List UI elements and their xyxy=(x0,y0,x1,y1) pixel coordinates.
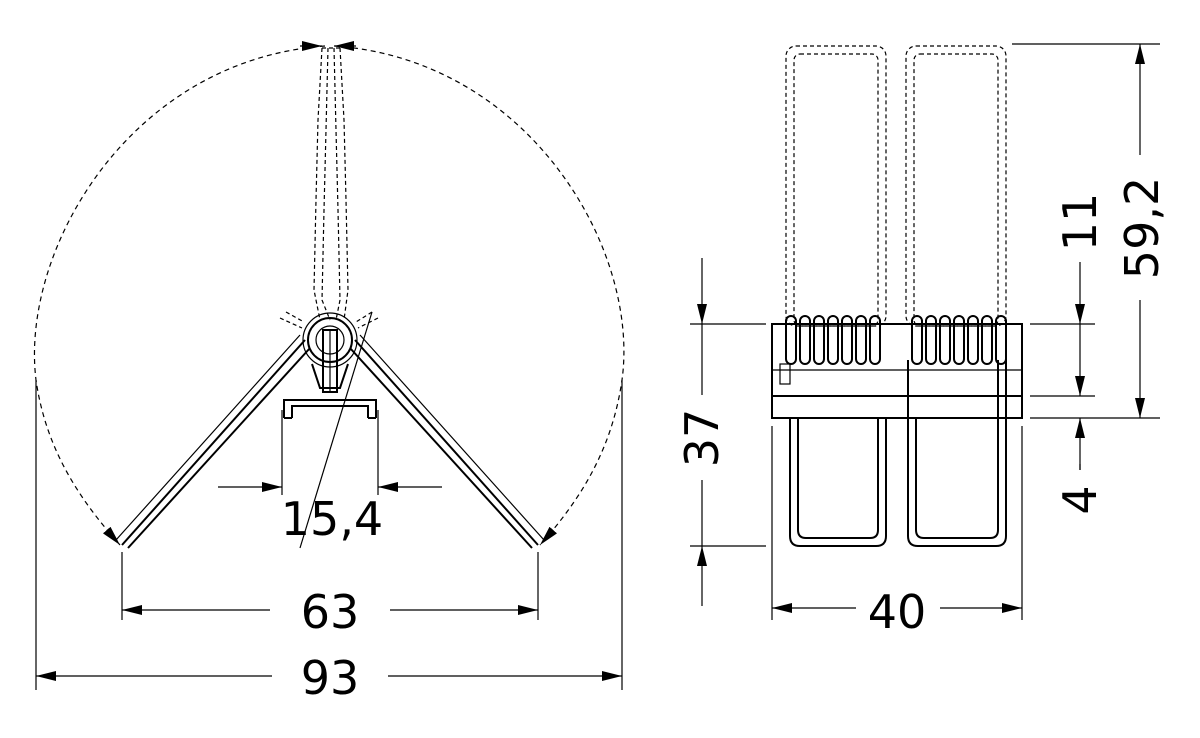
dim-label-total-height: 59,2 xyxy=(1115,177,1169,279)
dimension-total-height xyxy=(1012,43,1160,419)
dim-label-lower-gap: 4 xyxy=(1053,485,1107,514)
lower-loop-right xyxy=(907,340,1007,547)
dimension-base-width xyxy=(218,410,442,495)
dimension-upper-gap xyxy=(1030,262,1095,397)
dim-label-side-height: 37 xyxy=(675,409,729,468)
dimension-side-height xyxy=(690,258,766,606)
swing-arc-right xyxy=(334,45,625,546)
lower-loop-left xyxy=(789,418,887,547)
open-arms xyxy=(115,334,545,549)
dimension-side-width xyxy=(771,426,1023,620)
dim-label-overall-width: 93 xyxy=(301,651,360,705)
spring-coil-left xyxy=(785,315,881,365)
dim-label-upper-gap: 11 xyxy=(1053,193,1107,252)
side-view: 40 37 59,2 11 xyxy=(675,43,1169,639)
upper-loop-left xyxy=(785,45,887,327)
folded-arms xyxy=(313,47,349,321)
spring-coil-right xyxy=(911,315,1007,365)
swing-arc-left xyxy=(34,45,326,546)
dim-label-base-width: 15,4 xyxy=(281,492,383,546)
body-base-bar xyxy=(771,395,1023,419)
base-clip xyxy=(283,329,377,419)
dim-label-open-span: 63 xyxy=(301,585,360,639)
leader-line xyxy=(299,311,373,549)
dimension-open-span xyxy=(121,552,539,620)
dimension-overall-width xyxy=(35,380,623,690)
upper-loop-right xyxy=(905,45,1007,327)
dim-label-side-width: 40 xyxy=(868,585,927,639)
front-view: 15,4 63 93 xyxy=(34,41,625,705)
